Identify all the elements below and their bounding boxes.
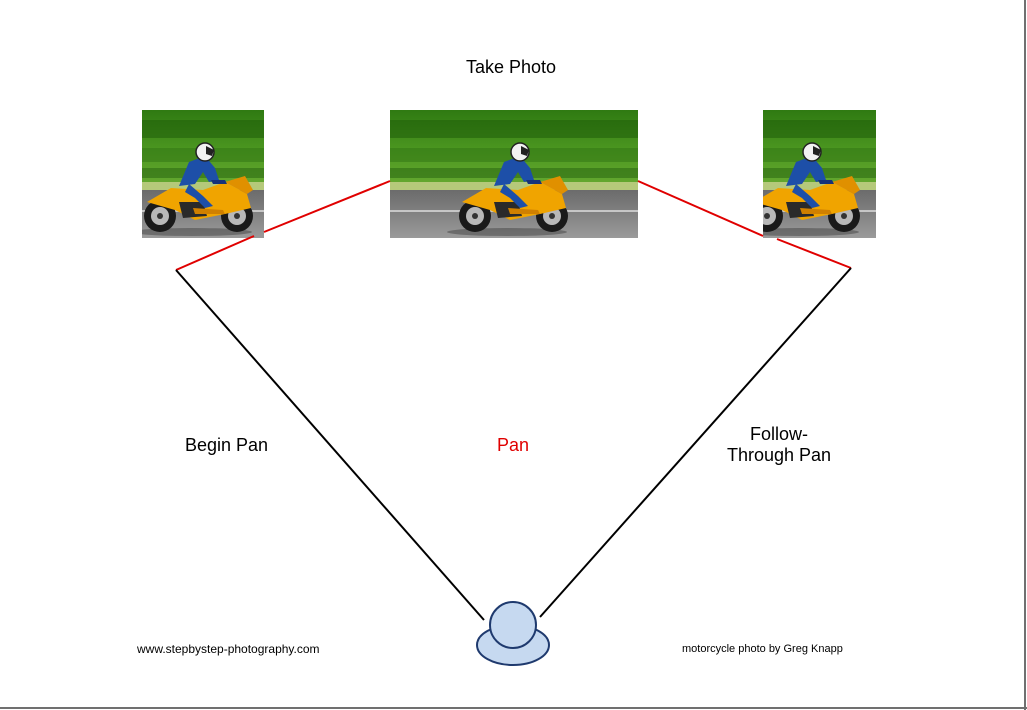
frame-border-right (1024, 0, 1026, 710)
center-motorcycle-photo (390, 110, 638, 239)
follow-through-label-line-1: Follow- (749, 424, 808, 444)
website-credit: www.stepbystep-photography.com (137, 642, 320, 656)
pan-label: Pan (497, 435, 530, 455)
follow-through-pan-label: Follow- Through Pan (720, 424, 838, 466)
pan-arc-line (175, 180, 852, 271)
begin-pan-label: Begin Pan (185, 435, 269, 455)
left-cropped-motorcycle-photo (142, 110, 264, 239)
right-cropped-motorcycle-photo (763, 110, 876, 239)
take-photo-label: Take Photo (466, 57, 557, 77)
follow-through-sight-line (539, 267, 852, 618)
photo-credit: motorcycle photo by Greg Knapp (682, 643, 843, 655)
follow-through-label-line-2: Through Pan (726, 445, 832, 465)
photographer-icon (476, 601, 550, 666)
frame-border-bottom (0, 707, 1027, 709)
begin-pan-sight-line (175, 269, 485, 621)
